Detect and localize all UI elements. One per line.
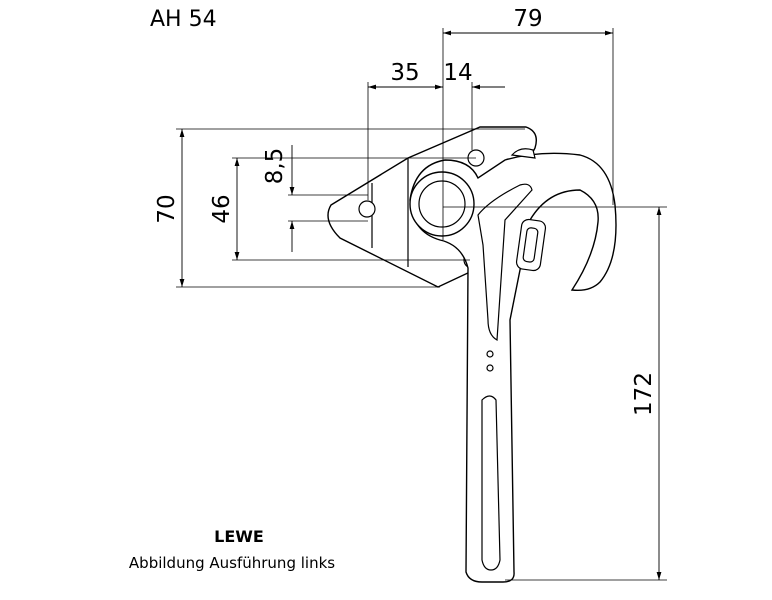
dim-height-70: 70 xyxy=(154,194,180,223)
dim-offset-14: 14 xyxy=(443,60,472,86)
extension-lines xyxy=(176,28,667,581)
dim-offset-35: 35 xyxy=(390,60,419,86)
drawing-title: AH 54 xyxy=(150,7,217,32)
mounting-hole xyxy=(358,200,376,218)
dim-height-8-5: 8,5 xyxy=(262,148,288,185)
dim-width-total: 79 xyxy=(513,6,542,32)
dimension-lines xyxy=(179,30,662,580)
figure-caption: Abbildung Ausführung links xyxy=(129,554,335,572)
brand-label: LEWE xyxy=(214,527,264,546)
dim-height-46: 46 xyxy=(209,194,235,223)
dim-length-172: 172 xyxy=(631,372,657,416)
pivot xyxy=(409,171,475,237)
